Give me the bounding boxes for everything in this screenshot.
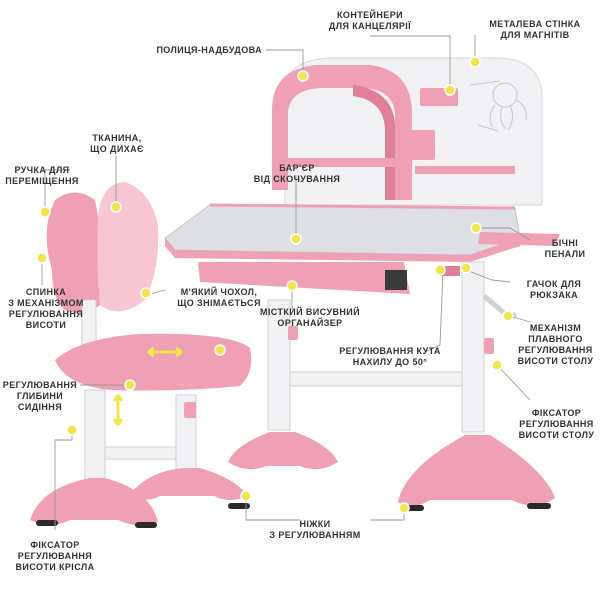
seat-depth-arrow [147, 346, 183, 358]
desk-crossbar [289, 371, 463, 387]
callout-marker [286, 280, 298, 292]
drawer-lock-panel [385, 270, 407, 290]
octopus-decoration [469, 80, 527, 132]
label-table-lock: ФІКСАТОР РЕГУЛЮВАННЯ ВИСОТИ СТОЛУ [518, 408, 595, 440]
callout-marker [290, 233, 302, 245]
chair-foot-left [30, 478, 158, 526]
callout-marker [110, 201, 122, 213]
chair-leg-left [84, 389, 106, 481]
callout-marker [434, 264, 446, 276]
desk-leg-left [267, 299, 291, 431]
label-tilt: РЕГУЛЮВАННЯ КУТА НАХИЛУ ДО 50° [339, 346, 441, 367]
label-soft-cover: М'ЯКИЙ ЧОХОЛ, ЩО ЗНІМАЄТЬСЯ [177, 287, 261, 308]
label-backrest: СПИНКА З МЕХАНІЗМОМ РЕГУЛЮВАННЯ ВИСОТИ [8, 287, 84, 330]
anti-roll-barrier [209, 203, 516, 210]
callout-marker [398, 502, 410, 514]
chair-crossbar [104, 446, 177, 460]
callout-marker [214, 344, 226, 356]
label-shelf: ПОЛИЦЯ-НАДБУДОВА [156, 45, 262, 55]
callout-marker [36, 252, 48, 264]
callout-marker [240, 490, 252, 502]
callout-marker [39, 206, 51, 218]
desk-leg-right [461, 261, 485, 433]
desk-foot-right [398, 435, 555, 507]
label-chair-lock: ФІКСАТОР РЕГУЛЮВАННЯ ВИСОТИ КРІСЛА [15, 540, 95, 572]
callout-marker [124, 379, 136, 391]
callout-marker [491, 359, 503, 371]
label-metal-wall: МЕТАЛЕВА СТІНКА ДЛЯ МАГНІТІВ [489, 19, 581, 40]
backrest-left-lobe [46, 192, 102, 314]
chair-clip [184, 402, 196, 418]
drawer-organizer [198, 262, 410, 294]
label-feet: НІЖКИ З РЕГУЛЮВАННЯМ [269, 519, 361, 540]
label-containers: КОНТЕЙНЕРИ ДЛЯ КАНЦЕЛЯРІЇ [328, 10, 412, 31]
label-seat-depth: РЕГУЛЮВАННЯ ГЛИБИНИ СИДІННЯ [2, 380, 78, 412]
right-shelf [415, 166, 515, 174]
callout-marker [470, 222, 482, 234]
callout-marker [502, 310, 514, 322]
callout-marker [460, 262, 472, 274]
pen-container-bottom [410, 130, 435, 160]
chair-height-arrow [112, 394, 124, 426]
callout-marker [140, 287, 152, 299]
markers [36, 56, 514, 514]
label-smooth-mechanism: МЕХАНІЗМ ПЛАВНОГО РЕГУЛЮВАННЯ ВИСОТИ СТО… [517, 323, 594, 366]
callout-marker [297, 70, 309, 82]
label-drawer: МІСТКИЙ ВИСУВНИЙ ОРГАНАЙЗЕР [260, 307, 360, 328]
shelf-plank [272, 158, 412, 167]
chair [30, 182, 252, 528]
side-pencil-case [478, 232, 560, 246]
label-side-cases: БІЧНІ ПЕНАЛИ [544, 238, 586, 259]
desk-foot-left [228, 432, 338, 470]
seat [55, 333, 252, 391]
backrest-right-lobe [97, 182, 159, 312]
label-handle: РУЧКА ДЛЯ ПЕРЕМІЩЕННЯ [5, 165, 79, 186]
arch-shelf [272, 65, 412, 200]
callout-marker [469, 56, 481, 68]
height-clip-right [484, 338, 494, 354]
callout-marker [66, 424, 78, 436]
height-clip-left [288, 326, 298, 340]
label-fabric: ТКАНИНА, ЩО ДИХАЄ [90, 133, 144, 154]
chair-foot-right [130, 468, 248, 500]
callout-marker [444, 84, 456, 96]
label-backpack-hook: ГАЧОК ДЛЯ РЮКЗАКА [526, 279, 582, 300]
desktop [164, 204, 521, 256]
label-barrier: БАР'ЄР ВІД СКОЧУВАННЯ [253, 163, 341, 184]
desk [164, 57, 560, 511]
